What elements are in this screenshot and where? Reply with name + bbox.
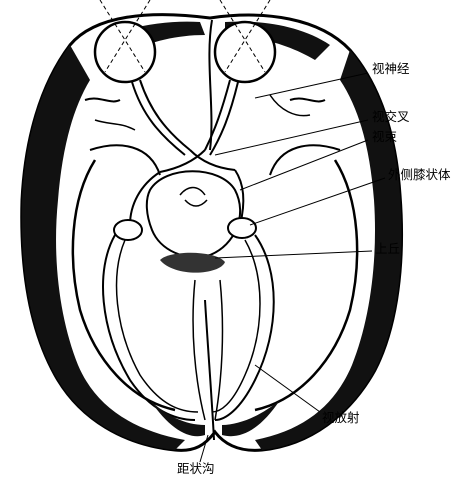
label-optic-radiation: 视放射 (322, 412, 360, 425)
right-lateral-geniculate (228, 218, 256, 238)
label-lateral-geniculate: 外侧膝状体 (388, 169, 451, 182)
right-eyeball (215, 22, 275, 82)
label-optic-nerve: 视神经 (372, 63, 410, 76)
left-eyeball (95, 22, 155, 82)
label-superior-colliculus: 上丘 (375, 243, 400, 256)
midbrain (147, 171, 240, 257)
label-optic-tract: 视束 (372, 131, 397, 144)
label-optic-chiasm: 视交叉 (372, 111, 410, 124)
left-lateral-geniculate (114, 220, 142, 240)
label-calcarine-sulcus: 距状沟 (177, 463, 215, 476)
